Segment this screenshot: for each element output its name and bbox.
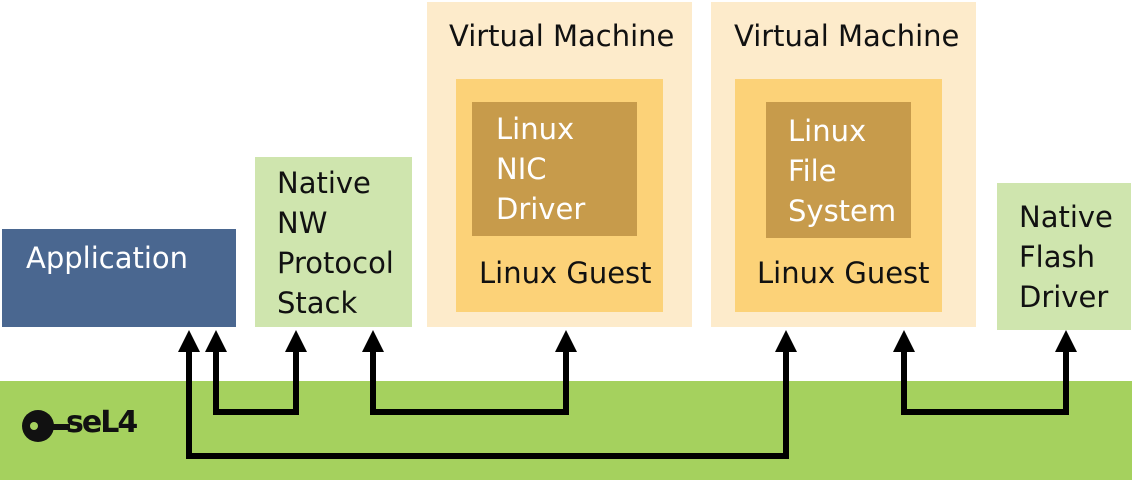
- arrowhead-native-nw-2: [362, 330, 384, 352]
- linux-file-system-label: Linux File System: [788, 114, 897, 228]
- arrow-vm2-to-native-flash: [901, 352, 1069, 415]
- linux-guest-1-label: Linux Guest: [479, 256, 652, 290]
- arrowhead-native-flash: [1055, 330, 1077, 352]
- linux-guest-2-label: Linux Guest: [757, 256, 930, 290]
- arrow-native-nw-to-vm1: [370, 352, 569, 415]
- arrowhead-vm2: [775, 330, 797, 352]
- sel4-logo: seL4: [22, 405, 139, 442]
- linux-nic-driver-label: Linux NIC Driver: [496, 112, 586, 226]
- native-nw-protocol-stack-box: [255, 157, 412, 327]
- native-flash-driver-label: Native Flash Driver: [1019, 200, 1113, 314]
- arrowhead-native-nw-1: [285, 330, 307, 352]
- arrowhead-vm2-right: [893, 330, 915, 352]
- linux-file-system-box: [766, 102, 911, 238]
- native-nw-protocol-stack-label: Native NW Protocol Stack: [277, 166, 394, 320]
- sel4-logo-text: seL4: [66, 405, 137, 440]
- arrowhead-vm1: [555, 330, 577, 352]
- arrowhead-application-1: [178, 330, 200, 352]
- native-flash-driver-box: [997, 183, 1131, 330]
- arrow-application-to-native-nw: [213, 352, 299, 415]
- arrow-application-to-vm2: [186, 352, 789, 459]
- arrowhead-application-2: [205, 330, 227, 352]
- application-label: Application: [26, 241, 189, 275]
- virtual-machine-1-title: Virtual Machine: [449, 19, 675, 53]
- linux-nic-driver-box: [472, 102, 637, 236]
- virtual-machine-2-title: Virtual Machine: [734, 19, 960, 53]
- application-box: [2, 229, 236, 327]
